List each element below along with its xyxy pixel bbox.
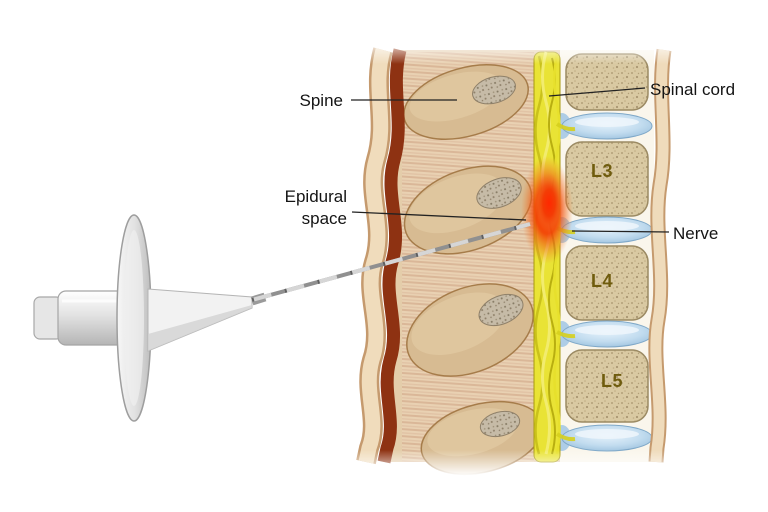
syringe — [33, 214, 531, 422]
vertebra-l4-body — [565, 245, 649, 321]
inflammation-area — [521, 156, 573, 264]
leader-lines — [351, 87, 670, 233]
disc — [561, 424, 653, 452]
spinal-cord-leader-line — [548, 87, 646, 97]
disc — [561, 320, 653, 348]
vertebral-column — [561, 53, 653, 452]
needle — [251, 222, 531, 302]
bone-cut-surface — [479, 410, 521, 438]
bottom-fade — [330, 450, 690, 476]
bone-cut-surface — [476, 177, 522, 209]
nerve-leader-line — [571, 230, 670, 233]
skin-layer-right — [650, 49, 670, 463]
epidural-space-label: Epidural space — [284, 187, 347, 229]
nerve-label: Nerve — [673, 224, 719, 243]
spine-label: Spine — [299, 91, 343, 110]
bone-cut-surface — [478, 293, 524, 327]
bone-cut-surface — [472, 75, 516, 105]
vertebra-l4-label: L4 — [590, 271, 613, 291]
vertebra-l5-label: L5 — [600, 371, 623, 391]
vertebra-l5-body — [565, 349, 649, 423]
disc — [561, 112, 653, 140]
spinal-cord-label: Spinal cord — [650, 80, 736, 99]
needle-hub — [147, 288, 267, 352]
epidural-space-leader-line — [351, 211, 527, 221]
vertebra-l3-label: L3 — [590, 161, 613, 181]
disc — [561, 216, 653, 244]
skin-layer — [358, 48, 391, 464]
top-fade — [330, 38, 690, 64]
